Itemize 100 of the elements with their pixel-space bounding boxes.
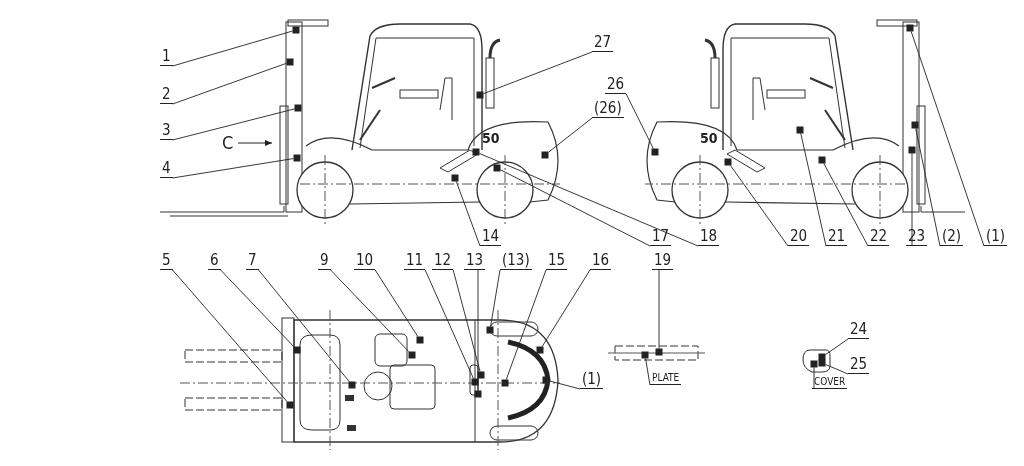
callout-number: 26 xyxy=(605,76,627,94)
part-marker xyxy=(536,346,544,354)
callout-number: (2) xyxy=(940,228,964,246)
leader-line xyxy=(258,269,350,382)
leader-line xyxy=(479,153,699,247)
callout-number: 12 xyxy=(432,252,454,270)
leader-line xyxy=(625,93,654,149)
leader-line xyxy=(477,269,479,391)
leader-line xyxy=(172,108,295,141)
view-letter: C xyxy=(222,132,234,153)
part-marker xyxy=(493,164,501,172)
leader-line xyxy=(825,338,849,356)
callout-number: 20 xyxy=(788,228,810,246)
part-marker xyxy=(542,376,550,384)
part-marker xyxy=(908,146,916,154)
leader-line xyxy=(825,364,849,375)
callout-number: 5 xyxy=(160,252,173,270)
part-marker xyxy=(294,104,302,112)
leader-line xyxy=(330,269,410,352)
leader-line xyxy=(172,30,293,67)
callout-number: 15 xyxy=(546,252,568,270)
leader-line xyxy=(658,269,660,349)
leader-line xyxy=(813,367,815,390)
part-marker xyxy=(451,174,459,182)
part-marker xyxy=(818,156,826,164)
callout-number: (1) xyxy=(984,228,1008,246)
part-marker xyxy=(486,326,494,334)
leader-line xyxy=(490,269,501,327)
part-marker xyxy=(472,148,480,156)
leader-line xyxy=(483,51,593,95)
part-marker xyxy=(796,126,804,134)
callout-number: 4 xyxy=(160,160,173,178)
callout-number: 1 xyxy=(160,48,173,66)
leader-line xyxy=(823,163,869,247)
leader-line xyxy=(424,269,474,379)
callout-number: 21 xyxy=(826,228,848,246)
leader-line xyxy=(911,153,913,247)
callout-number: 7 xyxy=(246,252,259,270)
leader-line xyxy=(548,117,593,153)
leader-line xyxy=(645,358,651,386)
part-name-label: COVER xyxy=(812,376,848,389)
part-marker xyxy=(651,148,659,156)
callout-number: 18 xyxy=(698,228,720,246)
part-marker xyxy=(286,58,294,66)
leader-line xyxy=(549,380,581,390)
callout-number: 6 xyxy=(208,252,221,270)
callout-number: 17 xyxy=(650,228,672,246)
callout-number: 11 xyxy=(404,252,426,270)
leader-line xyxy=(455,181,481,247)
callout-number: 14 xyxy=(480,228,502,246)
leader-line xyxy=(505,269,547,380)
part-marker xyxy=(348,381,356,389)
part-marker xyxy=(541,151,549,159)
part-marker xyxy=(655,348,663,356)
part-marker xyxy=(906,24,914,32)
capacity-marking: 50 xyxy=(482,130,500,146)
callout-number: 16 xyxy=(590,252,612,270)
callout-number: 25 xyxy=(848,356,870,374)
part-marker xyxy=(408,351,416,359)
callout-number: 19 xyxy=(652,252,674,270)
part-marker xyxy=(911,121,919,129)
callout-number: 3 xyxy=(160,122,173,140)
part-marker xyxy=(818,353,826,361)
leader-line xyxy=(374,269,419,337)
leader-line xyxy=(172,269,288,402)
callout-number: (1) xyxy=(580,371,604,389)
leader-line xyxy=(220,269,295,347)
callout-number: 10 xyxy=(354,252,376,270)
part-marker xyxy=(501,379,509,387)
callout-number: 2 xyxy=(160,86,173,104)
callout-number: 13 xyxy=(464,252,486,270)
callout-number: (26) xyxy=(592,100,624,118)
leader-line xyxy=(541,269,591,347)
part-marker xyxy=(477,371,485,379)
part-marker xyxy=(416,336,424,344)
leader-line xyxy=(500,169,651,247)
part-marker xyxy=(810,360,818,368)
part-marker xyxy=(818,359,826,367)
callout-number: (13) xyxy=(500,252,532,270)
callout-number: 23 xyxy=(906,228,928,246)
leader-line xyxy=(172,62,287,105)
part-marker xyxy=(724,158,732,166)
leader-line xyxy=(172,158,294,179)
leader-line xyxy=(730,165,789,247)
capacity-marking: 50 xyxy=(700,130,718,146)
part-marker xyxy=(292,26,300,34)
part-marker xyxy=(476,91,484,99)
callout-number: 27 xyxy=(592,34,614,52)
part-marker xyxy=(641,351,649,359)
callout-number: 24 xyxy=(848,321,870,339)
leader-line xyxy=(452,269,481,372)
leader-line xyxy=(800,133,827,247)
callout-number: 22 xyxy=(868,228,890,246)
part-marker xyxy=(293,346,301,354)
part-marker xyxy=(471,378,479,386)
part-marker xyxy=(286,401,294,409)
part-name-label: PLATE xyxy=(650,372,682,385)
part-marker xyxy=(293,154,301,162)
part-marker xyxy=(474,390,482,398)
callout-number: 9 xyxy=(318,252,331,270)
